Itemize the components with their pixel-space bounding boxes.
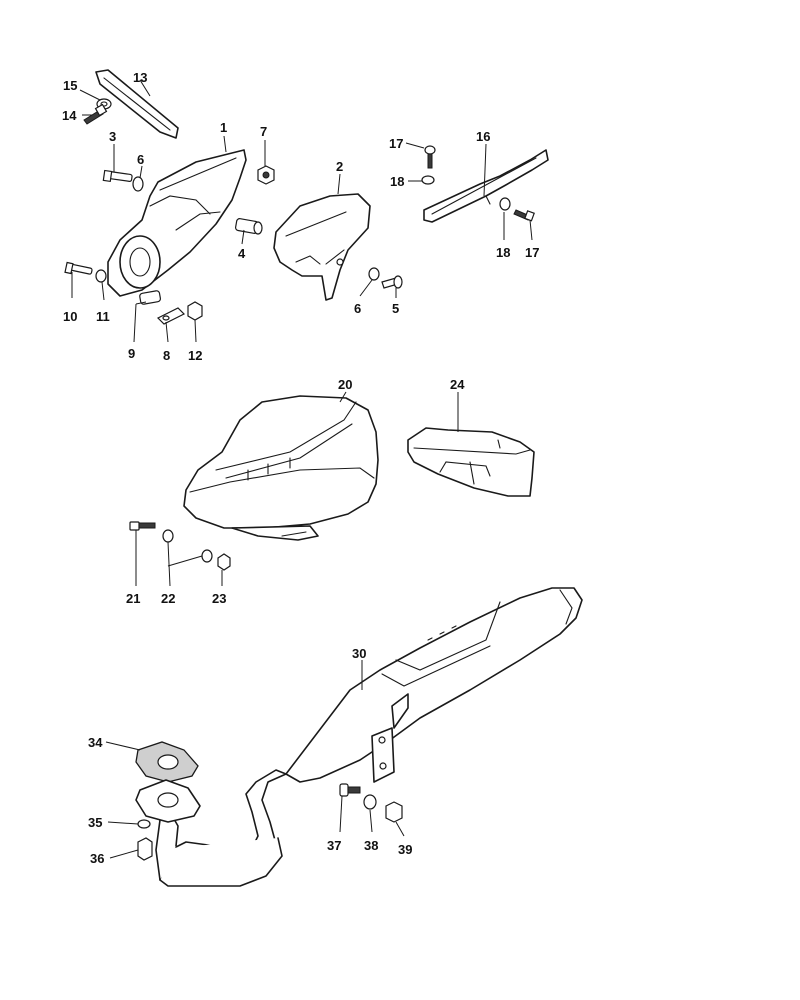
chain-cover-1 [107,149,247,297]
washer-6-lower [368,267,380,281]
callout-6-lower: 6 [354,301,361,316]
gasket-34 [135,741,199,783]
seat-20 [183,395,379,541]
bracket-13 [95,69,179,139]
callout-20: 20 [338,377,352,392]
flange [135,779,201,823]
callout-35: 35 [88,815,102,830]
nut-36 [137,837,153,861]
callout-22: 22 [161,591,175,606]
callout-3: 3 [109,129,116,144]
nut-39 [385,801,403,823]
callout-10: 10 [63,309,77,324]
callout-15: 15 [63,78,77,93]
washer-35 [137,819,151,829]
leader-lines [71,79,533,859]
callout-5: 5 [392,301,399,316]
callout-17-lower: 17 [525,245,539,260]
callout-16: 16 [476,129,490,144]
bolt-3 [102,169,133,183]
screw-17-upper [424,145,436,169]
callout-1: 1 [220,120,227,135]
washer-38 [363,794,377,810]
callout-11: 11 [96,309,110,324]
callout-8: 8 [163,348,170,363]
callout-18-upper: 18 [390,174,404,189]
screw-5 [381,275,403,289]
washer-18-upper [421,175,435,185]
bolt-10 [64,261,93,275]
screw-17-lower [513,209,535,222]
callout-24: 24 [450,377,465,392]
bolt-37 [339,783,361,797]
bolt-21 [129,521,156,531]
callout-9: 9 [128,346,135,361]
callout-4: 4 [238,246,246,261]
callout-6-upper: 6 [137,152,144,167]
tray-24 [407,427,535,497]
callout-13: 13 [133,70,147,85]
callout-36: 36 [90,851,104,866]
callout-34: 34 [88,735,103,750]
nut-7 [257,165,275,185]
callout-39: 39 [398,842,412,857]
screw-14 [83,103,108,125]
exhaust-30 [155,587,583,887]
spacer-4 [235,218,263,235]
washer-22 [162,529,213,563]
callout-12: 12 [188,348,202,363]
callout-labels: 13 15 14 1 3 6 7 2 4 10 11 9 8 12 6 5 17… [62,70,539,866]
washer-8 [156,307,186,325]
callout-18-lower: 18 [496,245,510,260]
callout-30: 30 [352,646,366,661]
washer-6-upper [132,176,144,192]
callout-38: 38 [364,838,378,853]
nut-23 [217,553,231,571]
callout-37: 37 [327,838,341,853]
nut-12 [187,301,203,321]
sleeve-9 [139,290,162,305]
washer-11 [95,269,107,283]
callout-2: 2 [336,159,343,174]
washer-18-lower [499,197,511,211]
callout-14: 14 [62,108,77,123]
cover-2 [273,193,371,301]
callout-17-upper: 17 [389,136,403,151]
callout-21: 21 [126,591,140,606]
callout-7: 7 [260,124,267,139]
callout-23: 23 [212,591,226,606]
